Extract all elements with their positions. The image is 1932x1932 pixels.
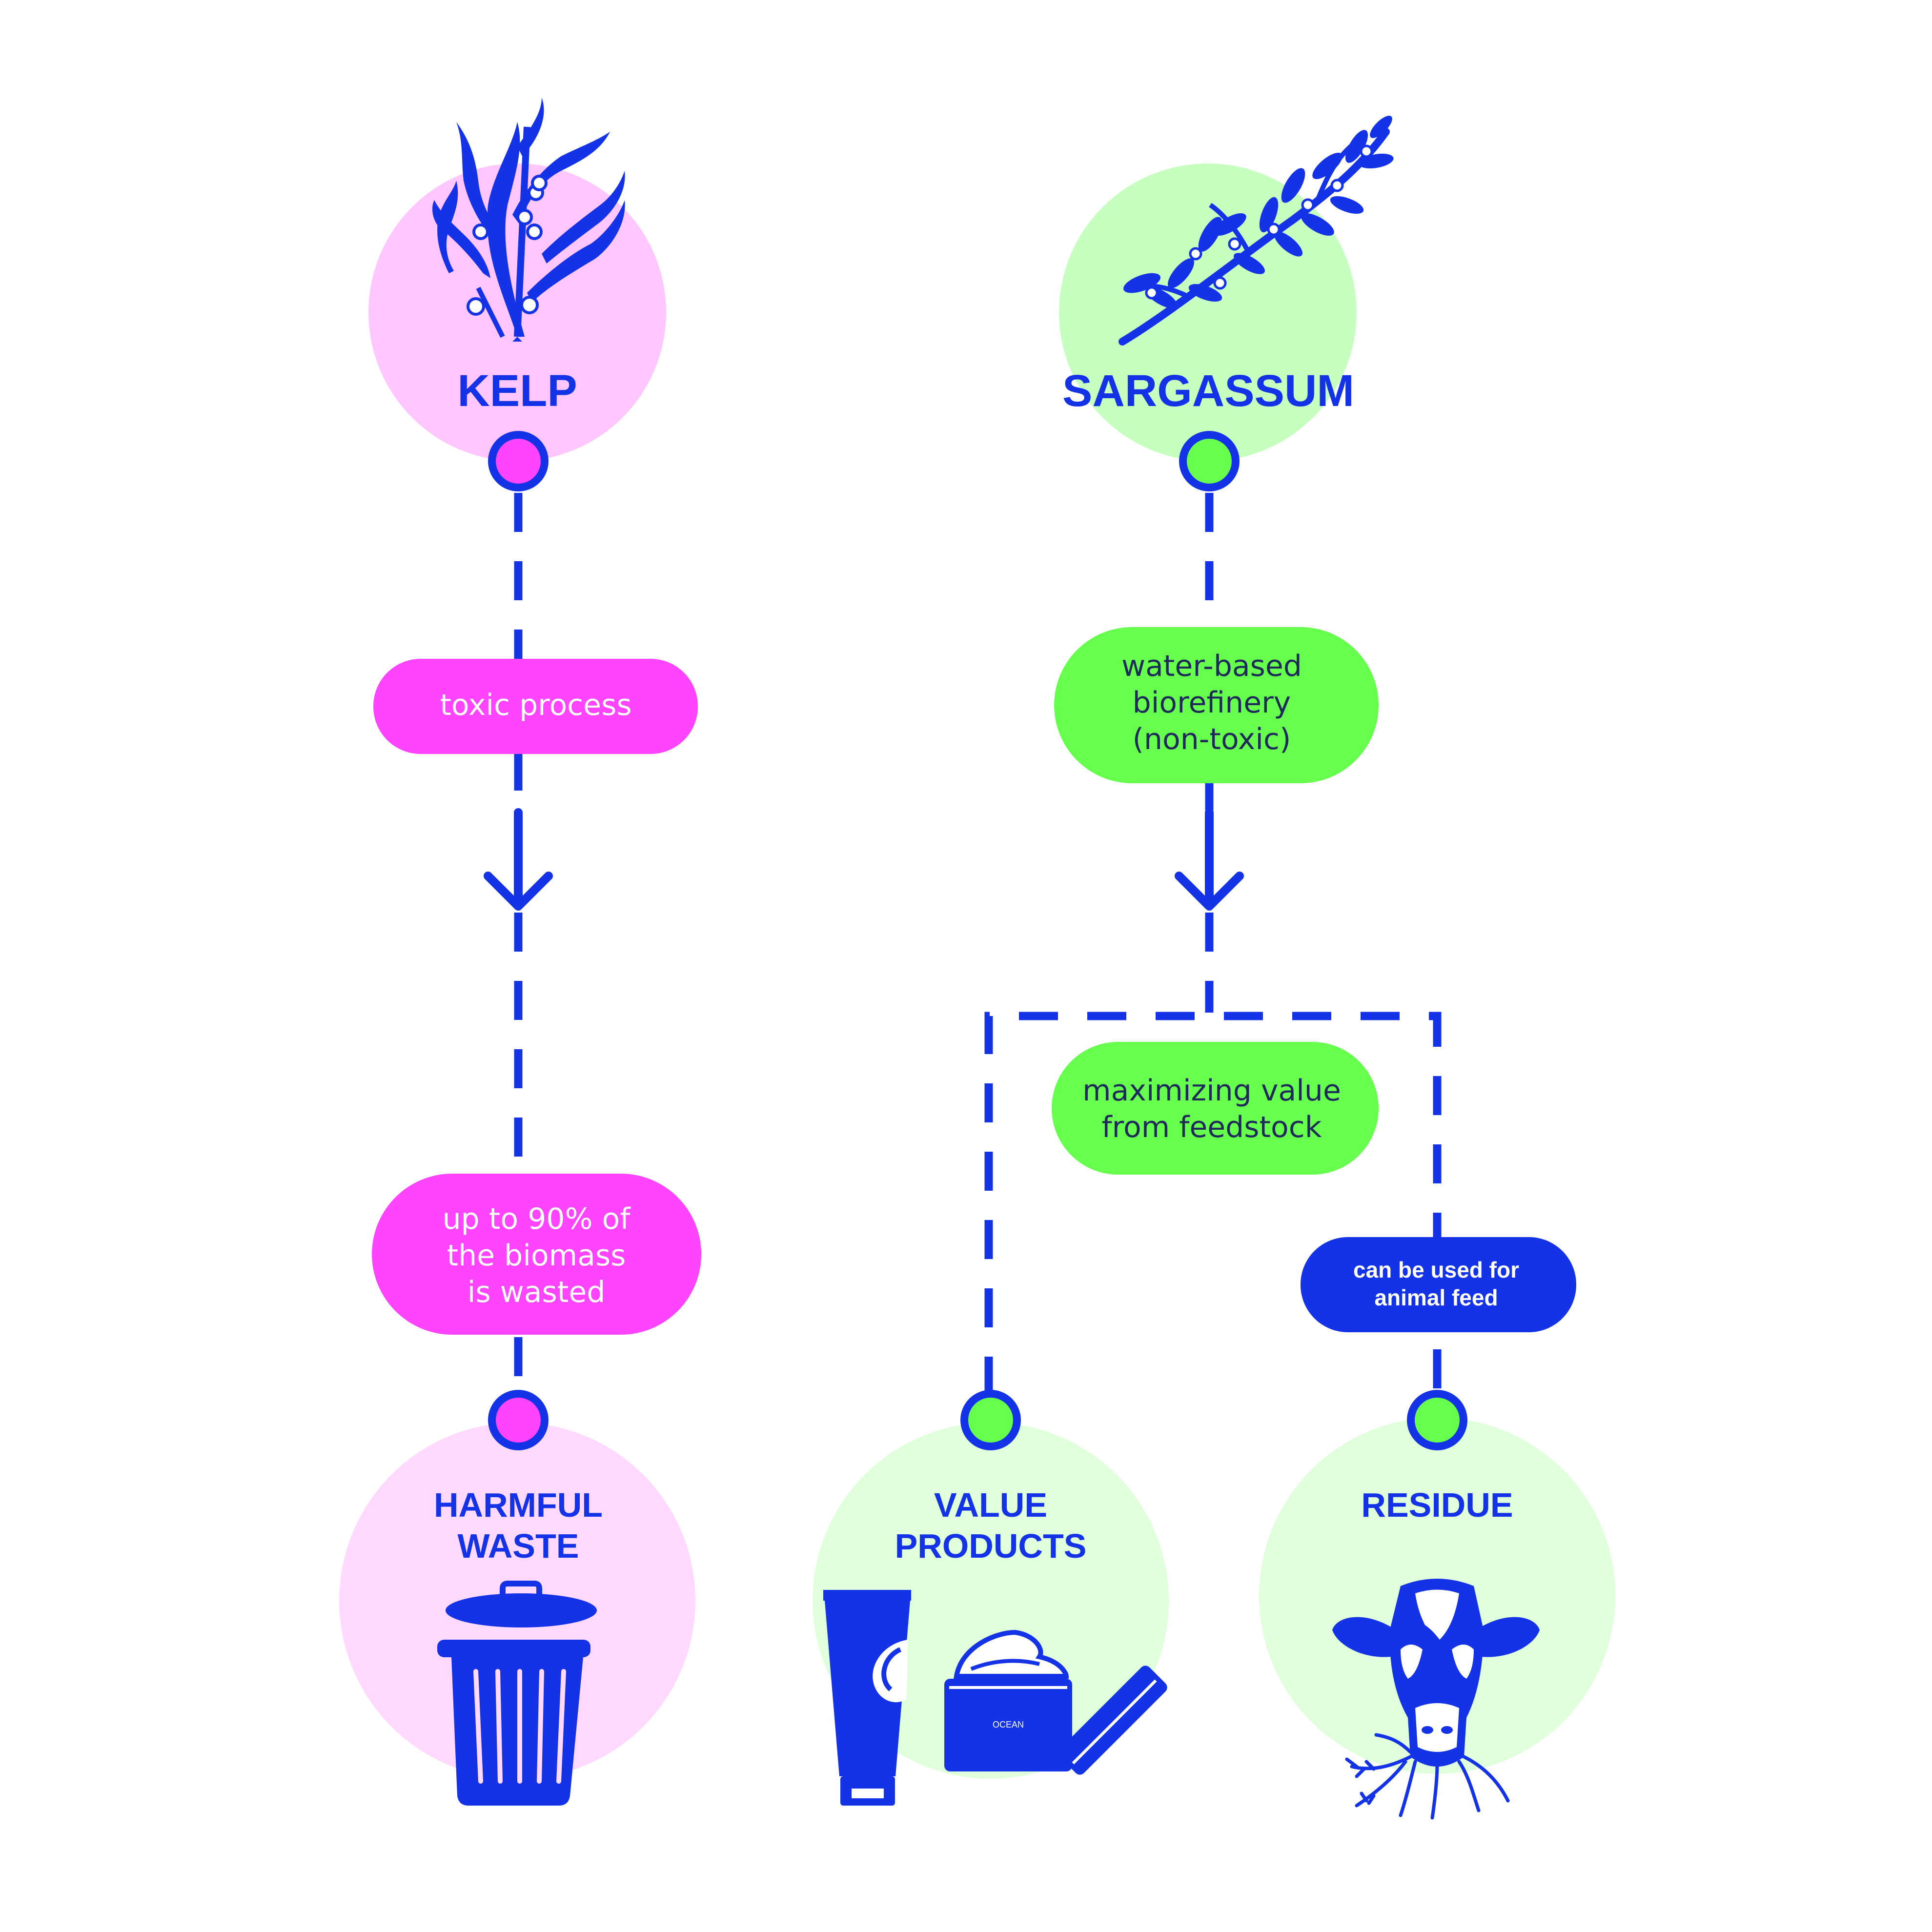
branch-note-line: from feedstock (1102, 1110, 1322, 1144)
biorefinery-line: biorefinery (1133, 686, 1291, 720)
sargassum-title: SARGASSUM (1062, 366, 1354, 416)
harmful-waste-title: HARMFUL (434, 1486, 603, 1524)
cosmetics-icon: OCEAN (823, 1590, 1167, 1806)
branch-note-line: maximizing value (1082, 1074, 1341, 1108)
cow-icon (1332, 1579, 1540, 1820)
biorefinery-line: water-based (1121, 649, 1302, 683)
residue-note-line: animal feed (1374, 1285, 1498, 1310)
trash-can-icon (437, 1581, 597, 1806)
value-products-title: VALUE (934, 1486, 1047, 1524)
jar-label: OCEAN (993, 1720, 1024, 1729)
waste-note-line: the biomass (447, 1239, 626, 1273)
toxic-process-pill: toxic process (373, 659, 698, 754)
value-products-node (960, 1390, 1021, 1450)
harmful-waste-node (488, 1390, 549, 1450)
waste-note-line: up to 90% of (443, 1202, 631, 1236)
arrow-down-icon (1175, 808, 1244, 911)
biorefinery-pill: water-based biorefinery (non-toxic) (1054, 627, 1379, 783)
waste-note-line: is wasted (468, 1275, 606, 1309)
connector-lines (514, 493, 1442, 1396)
sargassum-seaweed-icon (1119, 116, 1394, 346)
biomass-wasted-pill: up to 90% of the biomass is wasted (372, 1174, 701, 1335)
biorefinery-line: (non-toxic) (1133, 722, 1291, 756)
kelp-node (488, 431, 549, 491)
arrow-down-icon (484, 808, 553, 911)
maximizing-value-pill: maximizing value from feedstock (1052, 1042, 1379, 1175)
kelp-seaweed-icon (432, 98, 625, 342)
harmful-waste-title: WASTE (458, 1527, 579, 1565)
toxic-process-label: toxic process (440, 688, 631, 722)
kelp-title: KELP (457, 366, 577, 416)
residue-title: RESIDUE (1361, 1486, 1513, 1524)
residue-node (1407, 1390, 1467, 1450)
residue-note-line: can be used for (1353, 1257, 1519, 1282)
animal-feed-pill: can be used for animal feed (1301, 1237, 1576, 1332)
sargassum-node (1179, 431, 1240, 491)
value-products-title: PRODUCTS (895, 1527, 1087, 1565)
